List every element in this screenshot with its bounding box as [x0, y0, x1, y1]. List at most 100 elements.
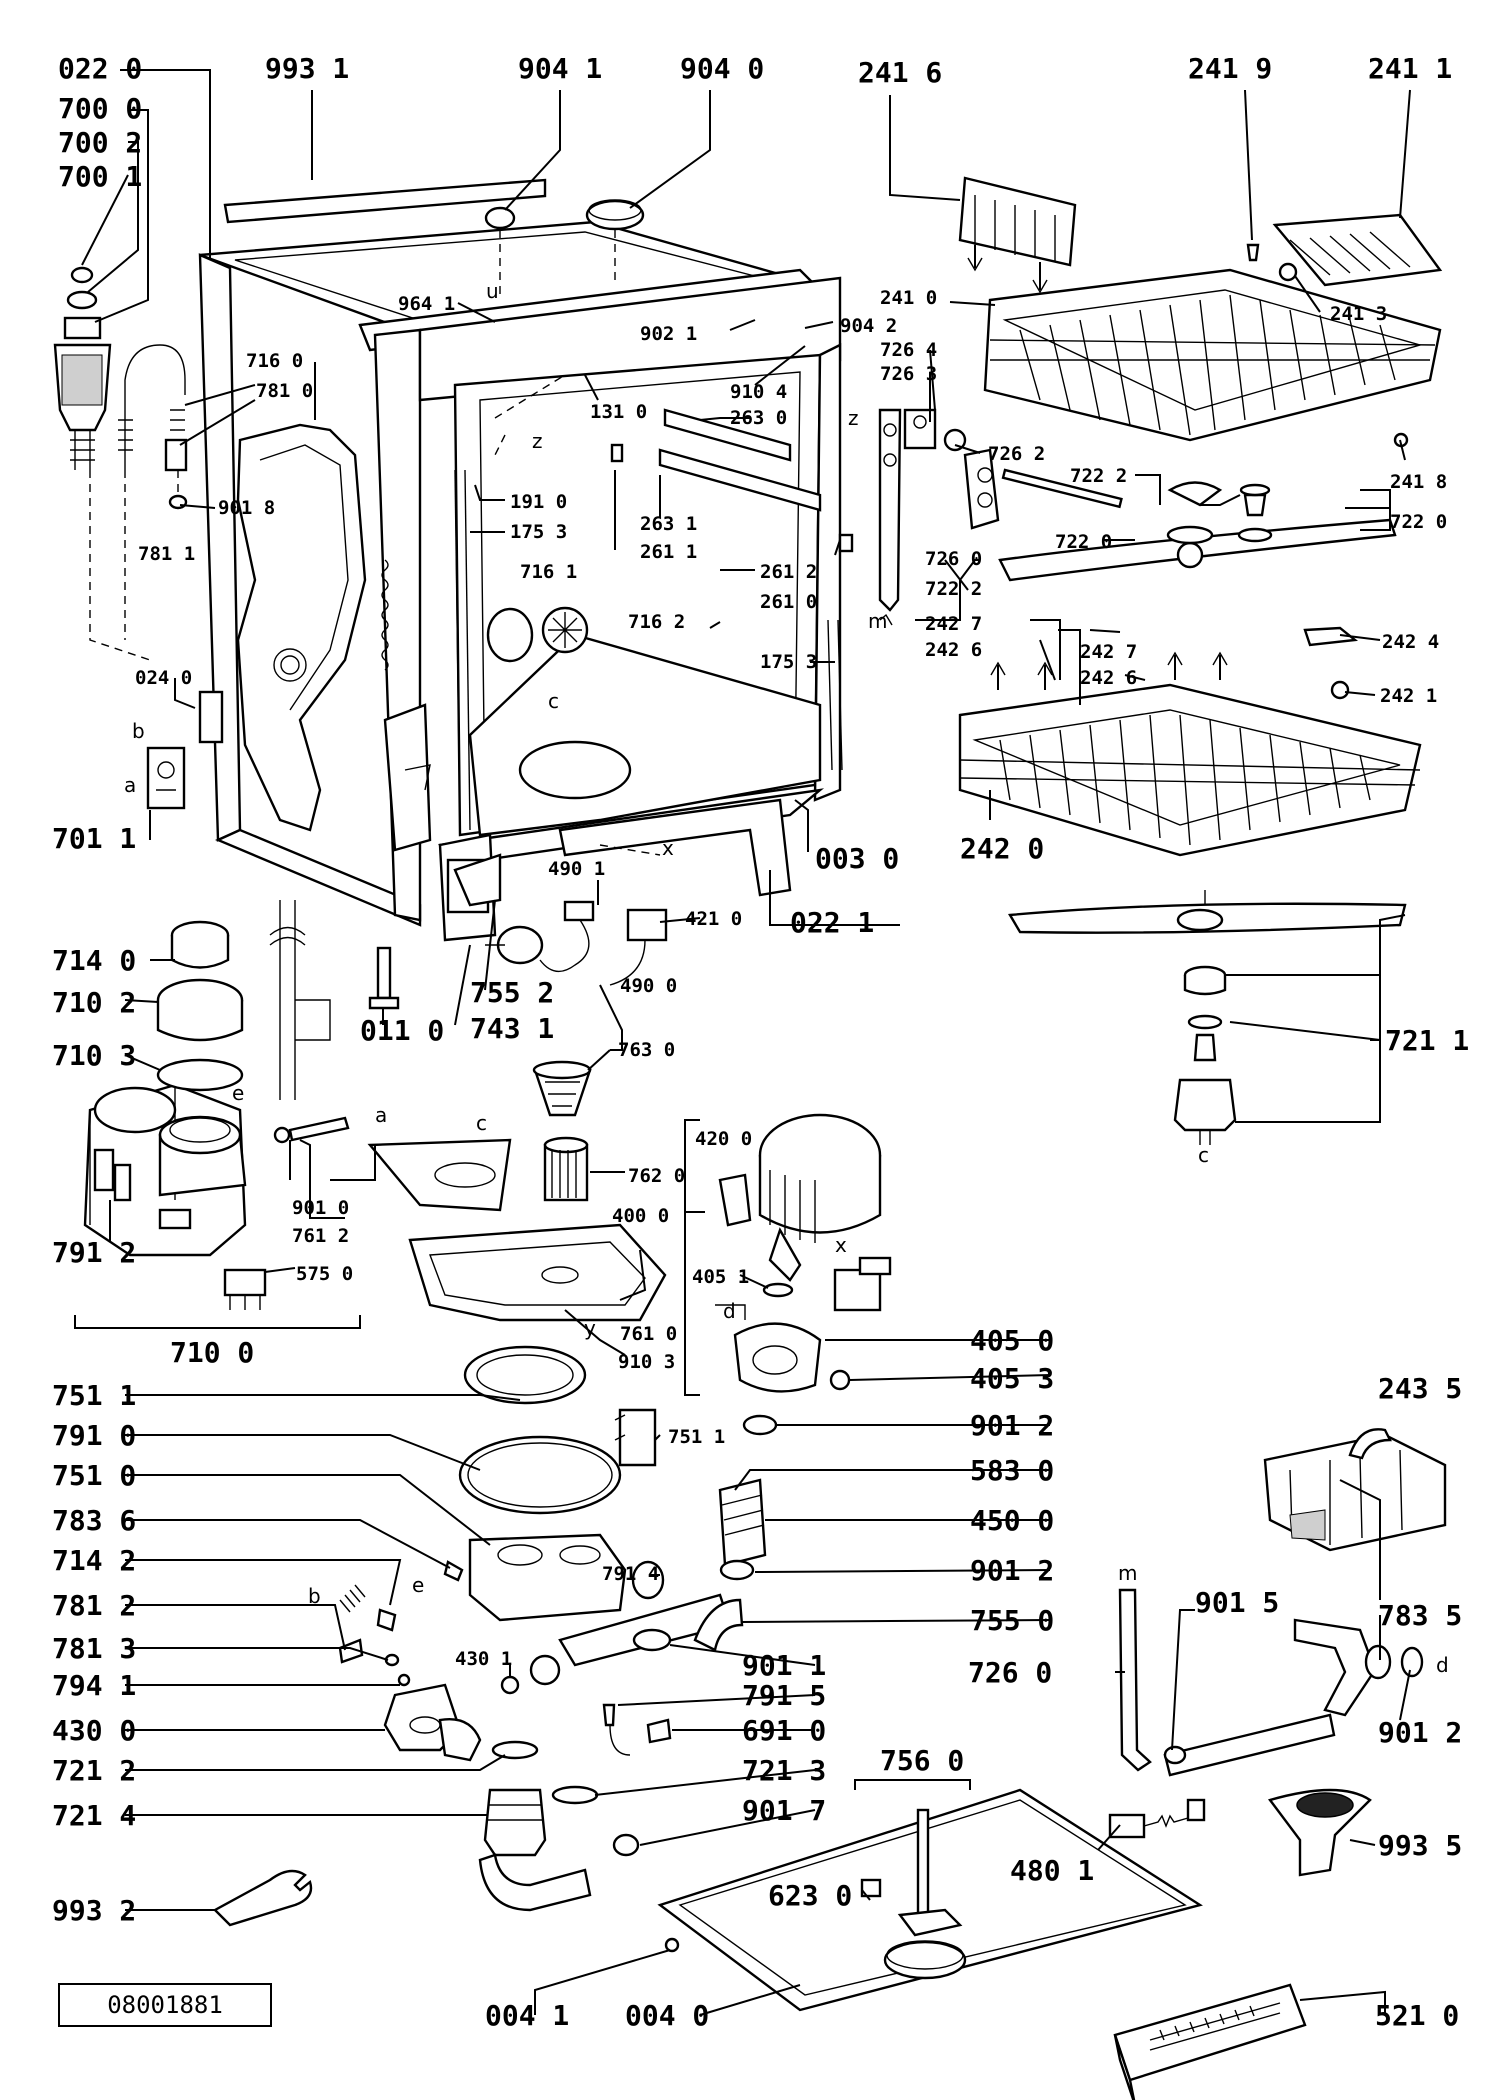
label-175-3: 175 3	[510, 521, 567, 543]
label-721-1: 721 1	[1385, 1024, 1469, 1057]
label-721-3: 721 3	[742, 1754, 826, 1787]
label-781-2: 781 2	[52, 1589, 136, 1622]
label-400-0: 400 0	[612, 1205, 669, 1227]
label-716-0: 716 0	[246, 350, 303, 372]
label-241-9: 241 9	[1188, 52, 1272, 85]
leader-lines	[81, 69, 1411, 2016]
softener-drawing	[74, 920, 361, 1329]
label-242-4: 242 4	[1382, 631, 1439, 653]
label-241-0: 241 0	[880, 287, 937, 309]
label-722-0-b: 722 0	[1055, 531, 1112, 553]
label-904-1: 904 1	[518, 52, 602, 85]
letter-x: x	[662, 836, 674, 860]
label-175-3-b: 175 3	[760, 651, 817, 673]
label-726-2: 726 2	[988, 443, 1045, 465]
label-242-0: 242 0	[960, 832, 1044, 865]
label-964-1: 964 1	[398, 293, 455, 315]
label-521-0: 521 0	[1375, 1999, 1459, 2032]
label-791-0: 791 0	[52, 1419, 136, 1452]
label-242-6-b: 242 6	[1080, 667, 1137, 689]
sump-drawing	[338, 1060, 892, 1912]
label-583-0: 583 0	[970, 1454, 1054, 1487]
label-751-1: 751 1	[52, 1379, 136, 1412]
label-024-0: 024 0	[135, 667, 192, 689]
label-241-1: 241 1	[1368, 52, 1452, 85]
label-575-0: 575 0	[296, 1263, 353, 1285]
label-022-1: 022 1	[790, 906, 874, 939]
letter-a: a	[124, 773, 136, 797]
letter-e: e	[232, 1081, 244, 1105]
label-901-2-c: 901 2	[1378, 1716, 1462, 1749]
tub-drawing	[198, 199, 854, 942]
label-901-2-b: 901 2	[970, 1554, 1054, 1587]
label-710-2: 710 2	[52, 986, 136, 1019]
label-783-6: 783 6	[52, 1504, 136, 1537]
label-751-1-b: 751 1	[668, 1426, 725, 1448]
document-reference-box: 08001881	[58, 1983, 272, 2027]
label-726-0: 726 0	[925, 548, 982, 570]
label-791-2: 791 2	[52, 1236, 136, 1269]
label-700-0: 700 0	[58, 92, 142, 125]
label-004-1: 004 1	[485, 1999, 569, 2032]
label-480-1: 480 1	[1010, 1854, 1094, 1887]
label-901-2: 901 2	[970, 1409, 1054, 1442]
letter-d: d	[723, 1299, 736, 1323]
label-904-2: 904 2	[840, 315, 897, 337]
letter-u: u	[486, 279, 499, 303]
label-761-0: 761 0	[620, 1323, 677, 1345]
label-751-0: 751 0	[52, 1459, 136, 1492]
label-241-8: 241 8	[1390, 471, 1447, 493]
label-722-2: 722 2	[1070, 465, 1127, 487]
label-263-0: 263 0	[730, 407, 787, 429]
label-993-2: 993 2	[52, 1894, 136, 1927]
label-726-0-b: 726 0	[968, 1656, 1052, 1689]
label-781-0: 781 0	[256, 380, 313, 402]
label-722-2-b: 722 2	[925, 578, 982, 600]
basket-drawing	[878, 176, 1443, 1145]
label-405-1: 405 1	[692, 1266, 749, 1288]
label-722-0: 722 0	[1390, 511, 1447, 533]
label-420-0: 420 0	[695, 1128, 752, 1150]
letter-c: c	[548, 689, 559, 713]
letter-z-b: z	[848, 406, 859, 430]
label-261-2: 261 2	[760, 561, 817, 583]
label-242-7-b: 242 7	[1080, 641, 1137, 663]
label-700-2: 700 2	[58, 126, 142, 159]
label-241-3: 241 3	[1330, 303, 1387, 325]
label-755-0: 755 0	[970, 1604, 1054, 1637]
label-721-2: 721 2	[52, 1754, 136, 1787]
label-430-1: 430 1	[455, 1648, 512, 1670]
label-263-1: 263 1	[640, 513, 697, 535]
label-791-4: 791 4	[602, 1563, 659, 1585]
label-721-4: 721 4	[52, 1799, 136, 1832]
part-labels: 022 0 993 1 904 1 904 0 241 6 241 9 241 …	[52, 52, 1469, 2032]
label-716-2: 716 2	[628, 611, 685, 633]
label-761-2: 761 2	[292, 1225, 349, 1247]
label-901-1: 901 1	[742, 1649, 826, 1682]
label-011-0: 011 0	[360, 1014, 444, 1047]
label-763-0: 763 0	[618, 1039, 675, 1061]
inlet-parts-drawing	[53, 266, 400, 1144]
label-743-1: 743 1	[470, 1012, 554, 1045]
label-910-3: 910 3	[618, 1351, 675, 1373]
label-993-5: 993 5	[1378, 1829, 1462, 1862]
label-623-0: 623 0	[768, 1879, 852, 1912]
label-241-6: 241 6	[858, 56, 942, 89]
label-783-5: 783 5	[1378, 1599, 1462, 1632]
label-993-1: 993 1	[265, 52, 349, 85]
label-710-3: 710 3	[52, 1039, 136, 1072]
label-710-0: 710 0	[170, 1336, 254, 1369]
document-reference-number: 08001881	[107, 1991, 223, 2019]
letter-a-b: a	[375, 1103, 387, 1127]
label-131-0: 131 0	[590, 401, 647, 423]
label-261-1: 261 1	[640, 541, 697, 563]
wiring-drawing	[485, 900, 668, 986]
letter-z: z	[532, 429, 543, 453]
letter-y: y	[584, 1316, 596, 1340]
label-781-1: 781 1	[138, 543, 195, 565]
label-902-1: 902 1	[640, 323, 697, 345]
letter-b-b: b	[308, 1584, 321, 1608]
letter-x-b: x	[835, 1233, 847, 1257]
label-421-0: 421 0	[685, 908, 742, 930]
